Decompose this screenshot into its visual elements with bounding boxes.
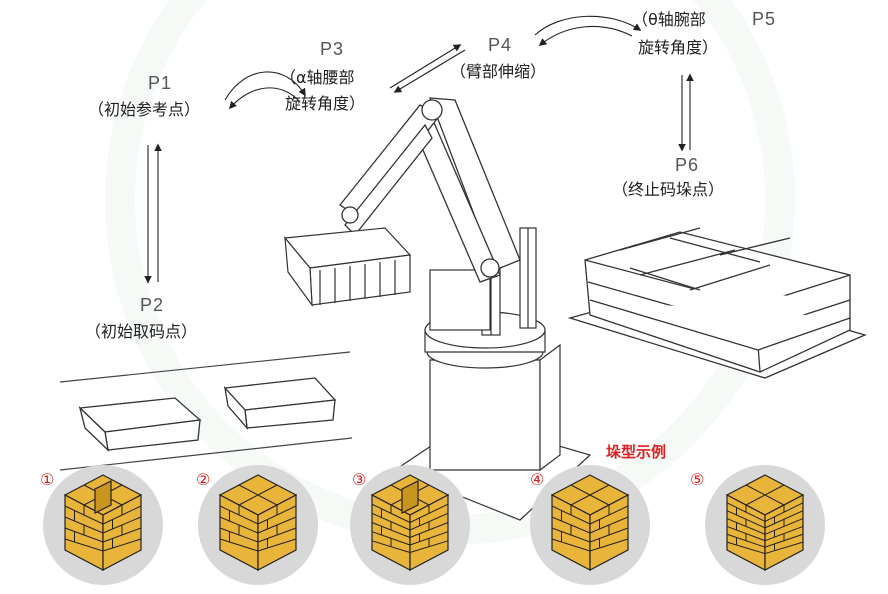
p1-code: P1 [148,73,173,93]
p4-code: P4 [488,35,513,55]
arrow-p3-p4-upper [389,44,462,89]
arrow-p4-p3-lower [393,49,466,93]
p4-desc: （臂部伸缩） [450,62,547,81]
p3-desc-2: 旋转角度） [285,94,366,113]
robot-arm [339,97,521,283]
p3-code: P3 [320,39,345,59]
p5-code: P5 [752,9,777,29]
conveyor-bag-2 [223,377,337,431]
motion-arrows [144,15,694,284]
conveyor [59,351,353,471]
pattern-4-number: ④ [530,470,545,489]
p3-desc-1: （α轴腰部 [280,68,355,87]
pattern-cubes [63,474,805,571]
pattern-3-number: ③ [352,470,367,489]
arrow-p5-p4 [538,26,633,46]
pattern-5-cube-right [764,494,804,571]
pattern-5-number: ⑤ [690,470,705,489]
pallet-stack [567,227,867,379]
p5-desc-1: （θ轴腕部 [632,10,706,29]
p2-code: P2 [140,295,165,315]
pattern-3-gap [401,480,419,514]
arrow-p1-p3 [224,71,306,101]
p1-desc: （初始参考点） [88,100,201,119]
arrow-p3-p1 [228,87,301,110]
p5-desc-2: 旋转角度） [638,38,719,57]
gripper [283,227,412,307]
pattern-title: 垛型示例 [606,443,667,461]
p6-desc: （终止码垛点） [612,180,725,199]
conveyor-bag-1 [78,397,202,452]
pattern-1-gap [94,480,112,514]
arrow-p4-p5 [534,15,642,36]
p6-code: P6 [675,155,700,175]
p2-desc: （初始取码点） [85,322,198,341]
pattern-3-cube-right [409,494,449,571]
pattern-1-number: ① [40,470,55,489]
pattern-2-number: ② [196,470,211,489]
